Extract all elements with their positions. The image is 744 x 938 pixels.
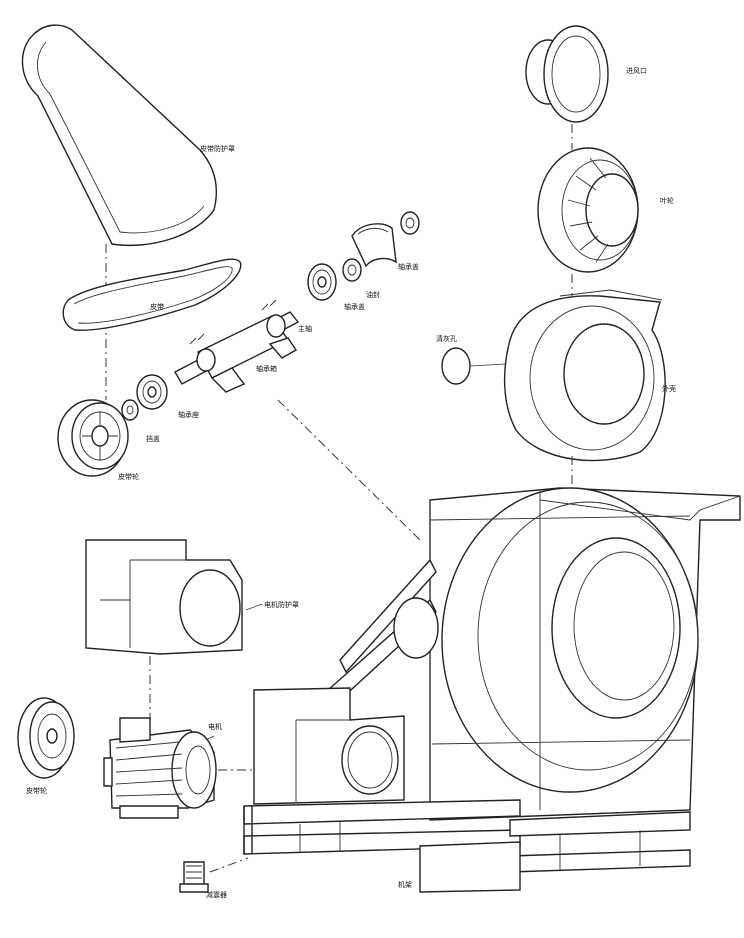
oil-seal — [342, 258, 362, 282]
fan-pulley — [57, 399, 129, 477]
label-motor-guard: 电机防护罩 — [264, 601, 299, 609]
inlet-cone — [525, 25, 609, 123]
label-casing: 外壳 — [662, 385, 676, 393]
label-frame: 机架 — [398, 881, 412, 889]
label-bearing-seat: 轴承座 — [178, 411, 199, 419]
label-damper: 减震器 — [206, 891, 227, 899]
frame-base — [243, 799, 691, 893]
label-motor: 电机 — [208, 723, 222, 731]
assembled-motor-guard — [253, 687, 405, 805]
label-impeller: 叶轮 — [660, 197, 674, 205]
label-motor-pulley: 皮带轮 — [26, 787, 47, 795]
axis-line-shaft — [277, 399, 421, 541]
motor-pulley — [17, 697, 75, 779]
label-shaft: 主轴 — [298, 325, 312, 333]
label-bearing-cover: 轴承盖 — [344, 303, 365, 311]
label-bearing-gland: 轴承盖 — [398, 263, 419, 271]
inspection-port-cover — [441, 347, 507, 385]
label-belt: 皮带 — [150, 303, 164, 311]
retainer-disc — [400, 211, 420, 235]
bearing-cover-disc — [307, 263, 337, 301]
motor — [103, 717, 217, 819]
motor-guard — [85, 539, 243, 655]
bearing-gland — [351, 223, 397, 268]
casing-upper — [503, 289, 666, 462]
label-fan-pulley: 皮带轮 — [118, 473, 139, 481]
label-retainer: 挡盖 — [146, 435, 160, 443]
label-belt-guard: 皮带防护罩 — [200, 145, 235, 153]
assembled-fan — [326, 487, 741, 821]
damper — [179, 857, 249, 893]
belt-guard — [21, 24, 217, 247]
shaft-bearing-box — [174, 299, 300, 393]
impeller — [537, 147, 639, 273]
label-inspection-port: 清灰孔 — [436, 335, 457, 343]
pulley-key — [121, 399, 139, 421]
label-inlet: 进风口 — [626, 67, 647, 75]
label-bearing-box: 轴承箱 — [256, 365, 277, 373]
bearing-seat-disc — [136, 374, 168, 410]
belt — [62, 258, 242, 331]
leader-lines — [205, 603, 263, 741]
label-oil-seal: 油封 — [366, 291, 380, 299]
